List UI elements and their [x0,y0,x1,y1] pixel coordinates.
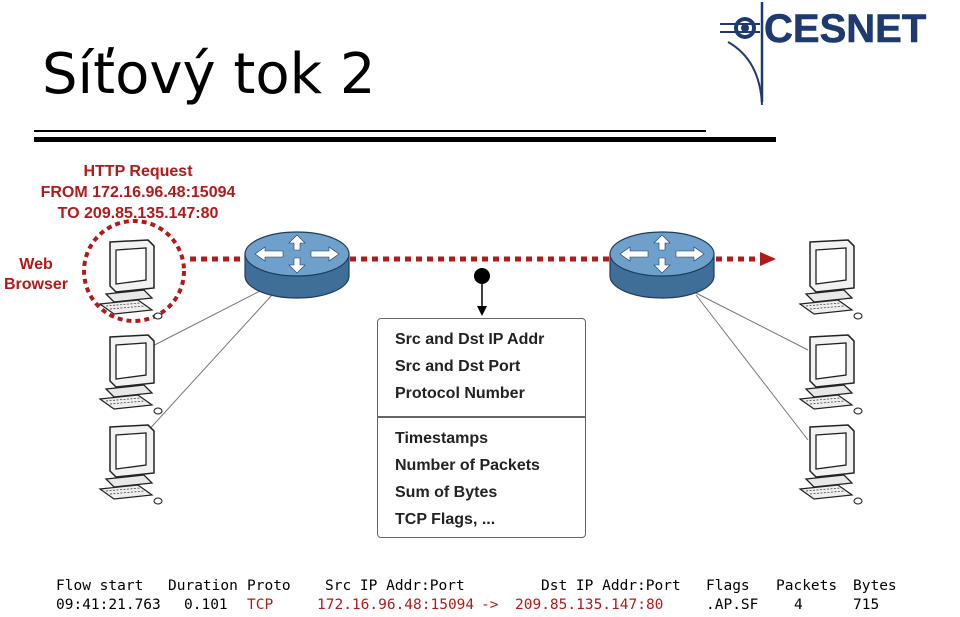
header-proto: Proto [247,578,291,594]
computer-right-1 [799,239,863,320]
request-line-1: HTTP Request [83,163,193,180]
title-rule-thin [34,130,706,132]
flow-box-separator [378,416,585,418]
stat-field-bytes: Sum of Bytes [395,484,498,501]
cell-arrow: -> [481,597,499,613]
cell-flags: .AP.SF [706,597,759,613]
flow-record-box: Src and Dst IP Addr Src and Dst Port Pro… [377,318,586,538]
header-packets: Packets [776,578,838,594]
computer-right-2 [799,334,863,415]
header-dst: Dst IP Addr:Port [541,578,681,594]
header-bytes: Bytes [853,578,897,594]
flow-table-row: 09:41:21.763 0.101 TCP 172.16.96.48:1509… [0,597,960,617]
slide-title: Síťový tok 2 [42,42,376,107]
computer-right-3 [799,424,863,505]
request-label: HTTP Request FROM 172.16.96.48:15094 TO … [0,161,276,224]
stat-field-timestamps: Timestamps [395,430,489,447]
web-browser-line-2: Browser [3,276,69,293]
web-browser-line-1: Web [19,256,53,273]
web-browser-label: Web Browser [0,255,72,295]
key-field-protocol: Protocol Number [395,385,525,402]
router-right [609,231,715,299]
request-line-2: FROM 172.16.96.48:15094 [40,184,236,201]
cell-bytes: 715 [853,597,880,613]
computer-left-3 [99,424,163,505]
header-src: Src IP Addr:Port [325,578,465,594]
cell-dst: 209.85.135.147:80 [515,597,664,613]
computer-web-browser [99,239,163,320]
stat-field-packets: Number of Packets [395,457,540,474]
request-line-3: TO 209.85.135.147:80 [57,205,219,222]
logo-text: CESNET [764,7,926,51]
flow-table-header: Flow start Duration Proto Src IP Addr:Po… [0,578,960,598]
header-flow-start: Flow start [56,578,144,594]
router-left [244,231,350,299]
cell-flow-start: 09:41:21.763 [56,597,161,613]
title-rule-thick [34,137,776,142]
key-field-src-dst-ip: Src and Dst IP Addr [395,331,545,348]
header-duration: Duration [168,578,238,594]
cell-duration: 0.101 [184,597,228,613]
computer-left-2 [99,334,163,415]
header-flags: Flags [706,578,750,594]
cell-packets: 4 [794,597,803,613]
stat-field-tcp-flags: TCP Flags, ... [395,511,496,528]
key-field-src-dst-port: Src and Dst Port [395,358,521,375]
cell-proto: TCP [247,597,274,613]
probe-point [474,268,490,284]
cell-src: 172.16.96.48:15094 [317,597,475,613]
cesnet-logo: CESNET [720,2,927,106]
flow-arrow-head [760,252,776,266]
web-browser-highlight [82,219,186,323]
